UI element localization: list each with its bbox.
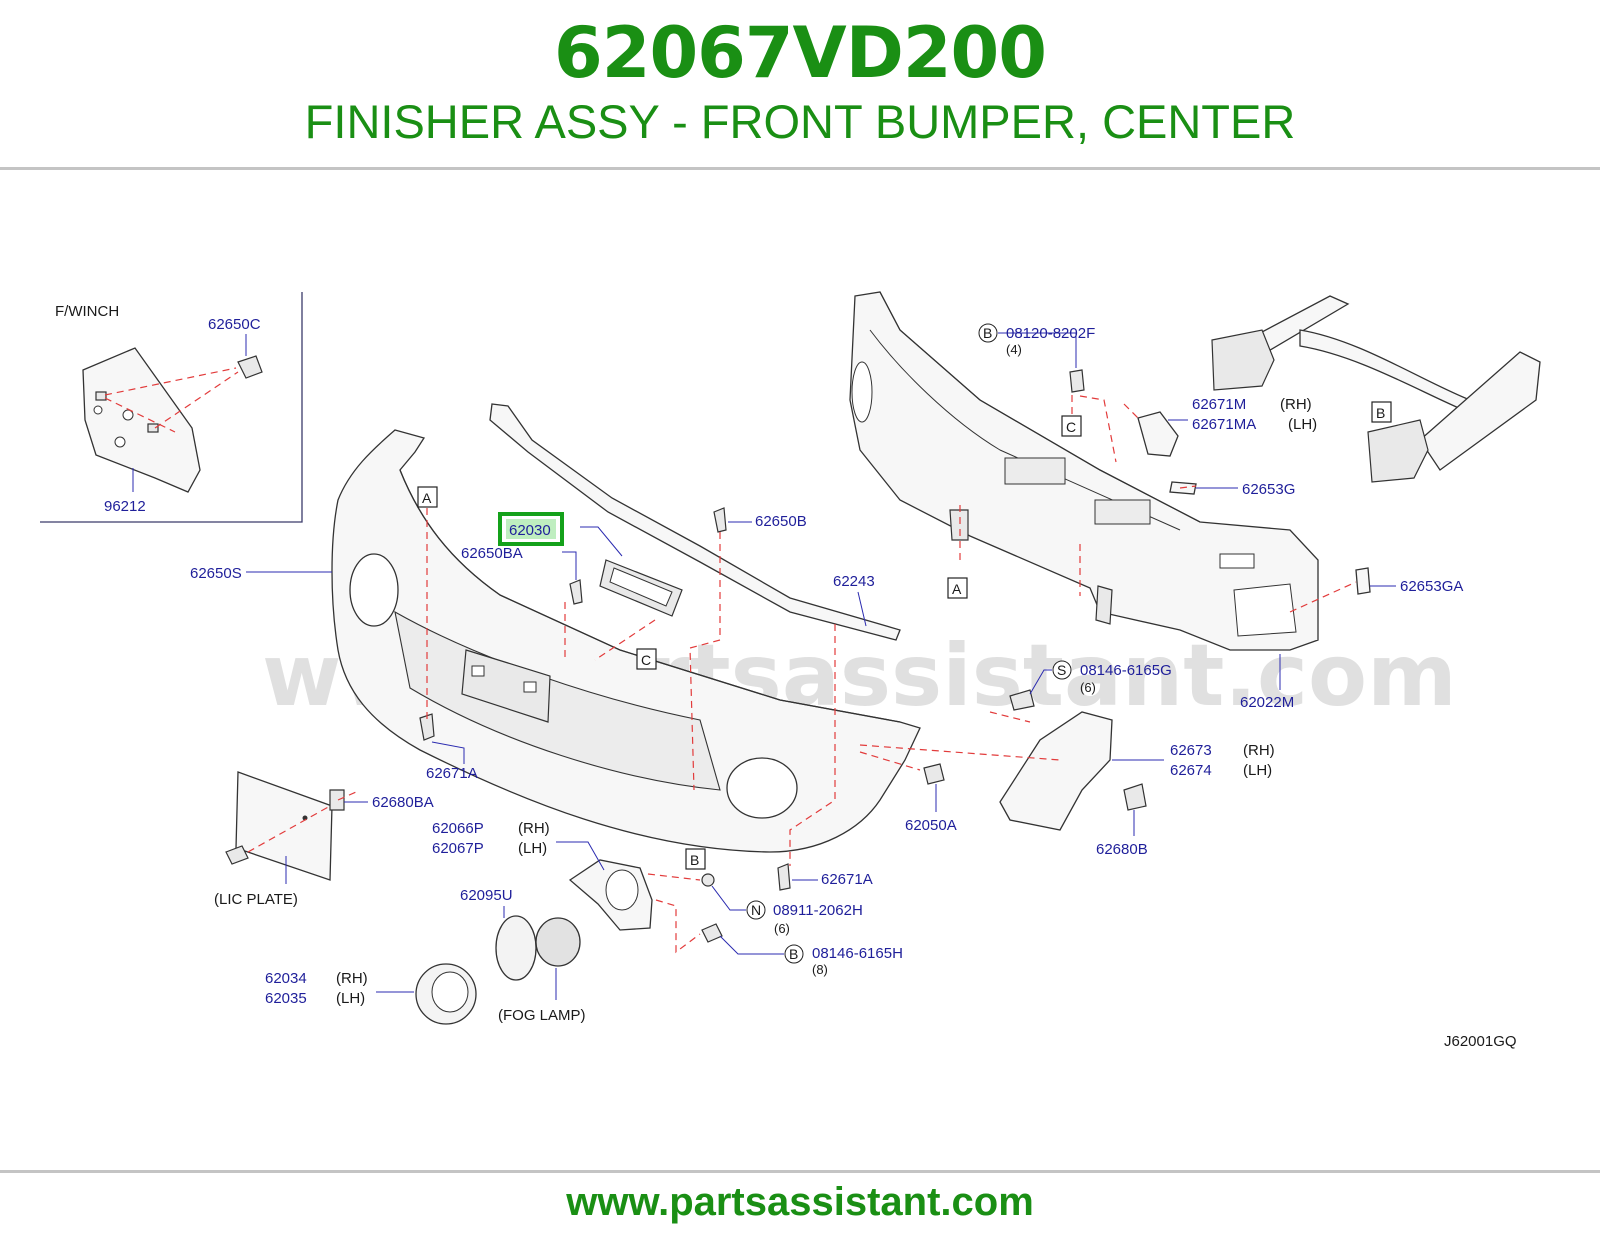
label-lic-plate: (LIC PLATE) [214,891,298,908]
bolt-62650ba [569,579,583,605]
label-62066p: 62066P [432,820,484,837]
bumper-fascia [331,429,921,853]
label-62067p-lh: (LH) [518,840,547,857]
fog-lamp [535,917,581,967]
svg-text:C: C [1066,419,1076,435]
ref-box-a-left: A [417,486,438,508]
label-62650ba: 62650BA [461,545,523,562]
inset-title: F/WINCH [55,303,119,320]
ref-box-c-armature: C [1061,415,1082,437]
qty-08146g: (6) [1080,680,1096,695]
svg-text:B: B [983,325,992,341]
label-62673: 62673 [1170,742,1212,759]
svg-text:B: B [789,946,798,962]
label-62673-rh: (RH) [1243,742,1275,759]
ref-box-c-bumper: C [636,648,657,670]
bolt-08120 [1069,369,1085,393]
screw-62050a [923,763,945,785]
page-subtitle-part-name: FINISHER ASSY - FRONT BUMPER, CENTER [304,95,1296,148]
nut-62650c [237,355,263,379]
label-62030: 62030 [509,522,551,539]
label-08120: 08120-8202F [1006,325,1095,342]
label-62650s: 62650S [190,565,242,582]
bolt-08146h [701,923,723,943]
label-62022m: 62022M [1240,694,1294,711]
label-62034: 62034 [265,970,307,987]
svg-text:N: N [751,902,761,918]
label-62650c: 62650C [208,316,261,333]
label-62674: 62674 [1170,762,1212,779]
ref-box-b-bumper: B [685,848,706,870]
label-62680ba: 62680BA [372,794,434,811]
nut-08911 [701,873,715,887]
frame-rails [1211,295,1541,483]
footer-divider [0,1170,1600,1173]
bolt-62671a-left [419,713,435,741]
label-62671a-left: 62671A [426,765,478,782]
clip-62671m [1137,411,1179,457]
label-62066p-rh: (RH) [518,820,550,837]
license-plate [235,771,333,881]
label-62671ma: 62671MA [1192,416,1256,433]
svg-text:A: A [422,490,432,506]
symbol-s-08146g: S [1052,660,1072,680]
label-62050a: 62050A [905,817,957,834]
winch-inset: F/WINCH 62650C 96212 [40,292,303,523]
bolt-62650b [713,507,727,533]
fog-hole-right [726,757,798,819]
side-bracket-62673 [999,711,1113,831]
bolt-62671a-bottom [777,863,791,891]
label-08146h: 08146-6165H [812,945,903,962]
ref-box-b-frame: B [1371,401,1392,423]
label-62653ga: 62653GA [1400,578,1463,595]
screw-08146g [1009,689,1035,711]
label-62035: 62035 [265,990,307,1007]
svg-text:B: B [1376,405,1385,421]
label-62671m: 62671M [1192,396,1246,413]
qty-08146h: (8) [812,962,828,977]
strip-62243 [489,403,901,641]
svg-text:S: S [1057,662,1066,678]
clip-62680b [1123,783,1147,811]
label-62095u: 62095U [460,887,513,904]
header-divider [0,167,1600,170]
label-08146g: 08146-6165G [1080,662,1172,679]
label-96212: 96212 [104,498,146,515]
label-62671m-rh: (RH) [1280,396,1312,413]
label-fog-lamp: (FOG LAMP) [498,1007,586,1024]
label-62243: 62243 [833,573,875,590]
ref-box-a-armature: A [947,577,968,599]
svg-text:C: C [641,652,651,668]
symbol-b-08146h: B [784,944,804,964]
label-62680b: 62680B [1096,841,1148,858]
pad-62653ga [1355,567,1371,595]
label-62671ma-lh: (LH) [1288,416,1317,433]
qty-08120: (4) [1006,342,1022,357]
label-62653g: 62653G [1242,481,1295,498]
label-08911: 08911-2062H [773,902,863,919]
svg-text:A: A [952,581,962,597]
qty-08911: (6) [774,921,790,936]
fog-hole-left [349,553,399,627]
alignment-lines [247,395,1357,954]
label-62674-lh: (LH) [1243,762,1272,779]
label-62035-lh: (LH) [336,990,365,1007]
bolt-plate [225,845,249,865]
footer-website: www.partsassistant.com [566,1180,1034,1224]
clip-62680ba [329,789,345,811]
label-62034-rh: (RH) [336,970,368,987]
symbol-b-08120: B [978,323,998,343]
highlighted-part-62030[interactable]: 62030 [498,512,564,546]
label-62650b: 62650B [755,513,807,530]
label-62671a-bottom: 62671A [821,871,873,888]
diagram-code: J62001GQ [1444,1033,1517,1050]
winch-bracket [82,347,201,493]
svg-text:B: B [690,852,699,868]
bumper-armature-62022m [849,291,1319,651]
page-title-part-number: 62067VD200 [554,12,1047,94]
fog-gasket-62095u [495,915,537,981]
label-62067p: 62067P [432,840,484,857]
symbol-n-08911: N [746,900,766,920]
